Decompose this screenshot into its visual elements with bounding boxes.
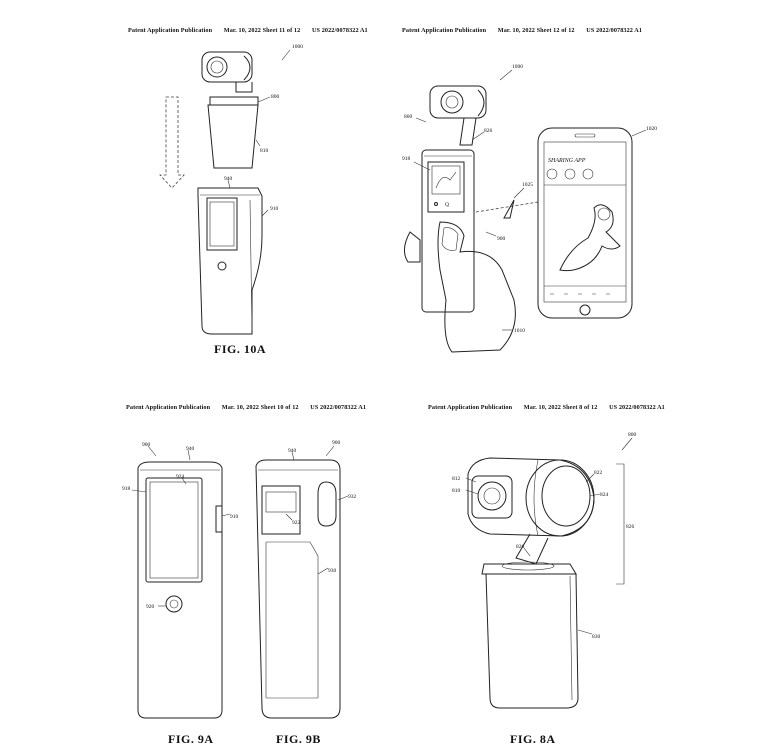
ref-830: 830 (592, 634, 601, 640)
patent-number: US 2022/0078322 A1 (310, 404, 367, 411)
ref-932: 932 (348, 494, 357, 500)
ref-1000: 1000 (292, 44, 303, 50)
sheet-fig-10b: Patent Application Publication Mar. 10, … (380, 0, 760, 378)
ref-812: 812 (452, 476, 461, 482)
patent-number: US 2022/0078322 A1 (586, 27, 643, 34)
ref-940: 940 (224, 176, 233, 182)
ref-922: 922 (292, 520, 301, 526)
page-header: Patent Application Publication Mar. 10, … (126, 404, 376, 411)
date-sheet: Mar. 10, 2022 Sheet 11 of 12 (223, 27, 301, 34)
ref-920: 920 (146, 604, 155, 610)
sheet-fig-10a: Patent Application Publication Mar. 10, … (0, 0, 380, 378)
ref-1020: 1020 (646, 126, 657, 132)
gimbal-head (429, 85, 487, 146)
page-header: Patent Application Publication Mar. 10, … (128, 27, 378, 34)
ref-924: 924 (176, 474, 185, 480)
page-header: Patent Application Publication Mar. 10, … (428, 404, 675, 411)
ref-800: 800 (628, 432, 637, 438)
ref-910: 910 (270, 206, 279, 212)
ref-900-9a: 900 (142, 442, 151, 448)
fig-10a-drawing: 1000 800 810 940 910 (159, 44, 303, 335)
base-top (209, 96, 259, 106)
fig-8a-drawing: 800 812 810 822 824 826 826 830 (452, 432, 637, 709)
ref-900-9b: 900 (332, 440, 341, 446)
phone-app-title: SHARING APP (548, 158, 586, 164)
date-sheet: Mar. 10, 2022 Sheet 12 of 12 (497, 27, 575, 34)
ref-826-arm: 826 (516, 544, 525, 550)
ref-918: 918 (402, 156, 411, 162)
ref-800: 800 (271, 94, 280, 100)
patent-number: US 2022/0078322 A1 (311, 27, 368, 34)
sheet-fig-8a: Patent Application Publication Mar. 10, … (380, 378, 760, 756)
gimbal-arm (515, 533, 549, 565)
ref-800: 800 (404, 114, 413, 120)
page-header: Patent Application Publication Mar. 10, … (402, 27, 652, 34)
gimbal-head (201, 51, 253, 93)
sheet-fig-9: Patent Application Publication Mar. 10, … (0, 378, 380, 756)
smartphone-1020: SHARING APP (537, 127, 633, 319)
ref-826: 826 (484, 128, 493, 134)
ref-940-9b: 940 (288, 448, 297, 454)
patent-number: US 2022/0078322 A1 (609, 404, 665, 411)
ref-940-9a: 940 (186, 446, 195, 452)
figure-label: FIG. 10A (214, 342, 266, 356)
ref-810: 810 (452, 488, 461, 494)
svg-text:Q: Q (445, 202, 449, 208)
ref-918: 918 (122, 486, 131, 492)
figure-label-9a: FIG. 9A (168, 732, 214, 746)
fig-10b-drawing: Q SHARING APP 1000 800 8 (402, 64, 657, 353)
handle-910 (197, 187, 263, 335)
ref-1010: 1010 (514, 328, 525, 334)
insert-arrow (159, 96, 185, 189)
publication-label: Patent Application Publication (428, 404, 513, 411)
publication-label: Patent Application Publication (126, 404, 211, 411)
hand-1010 (404, 221, 516, 353)
ref-822: 822 (594, 470, 603, 476)
figure-label: FIG. 8A (510, 732, 556, 746)
base-body-810 (207, 104, 259, 169)
camera-head (467, 457, 595, 537)
date-sheet: Mar. 10, 2022 Sheet 8 of 12 (523, 404, 598, 411)
ref-824: 824 (600, 492, 609, 498)
handle-back-9b (255, 459, 341, 719)
handle-900: Q (421, 149, 475, 313)
base-830 (481, 561, 579, 709)
ref-910: 910 (230, 514, 239, 520)
figure-label-9b: FIG. 9B (276, 732, 321, 746)
ref-826-bracket: 826 (626, 524, 635, 530)
handle-front-9a (137, 461, 223, 719)
wireless-link-1025 (475, 201, 539, 213)
ref-900: 900 (497, 236, 506, 242)
fig-9-drawing: 900 940 924 918 910 920 900 940 932 922 … (122, 440, 357, 719)
publication-label: Patent Application Publication (128, 27, 213, 34)
ref-1025: 1025 (522, 182, 533, 188)
ref-1000: 1000 (512, 64, 523, 70)
date-sheet: Mar. 10, 2022 Sheet 10 of 12 (221, 404, 299, 411)
ref-810: 810 (260, 148, 269, 154)
publication-label: Patent Application Publication (402, 27, 487, 34)
ref-930: 930 (328, 568, 337, 574)
